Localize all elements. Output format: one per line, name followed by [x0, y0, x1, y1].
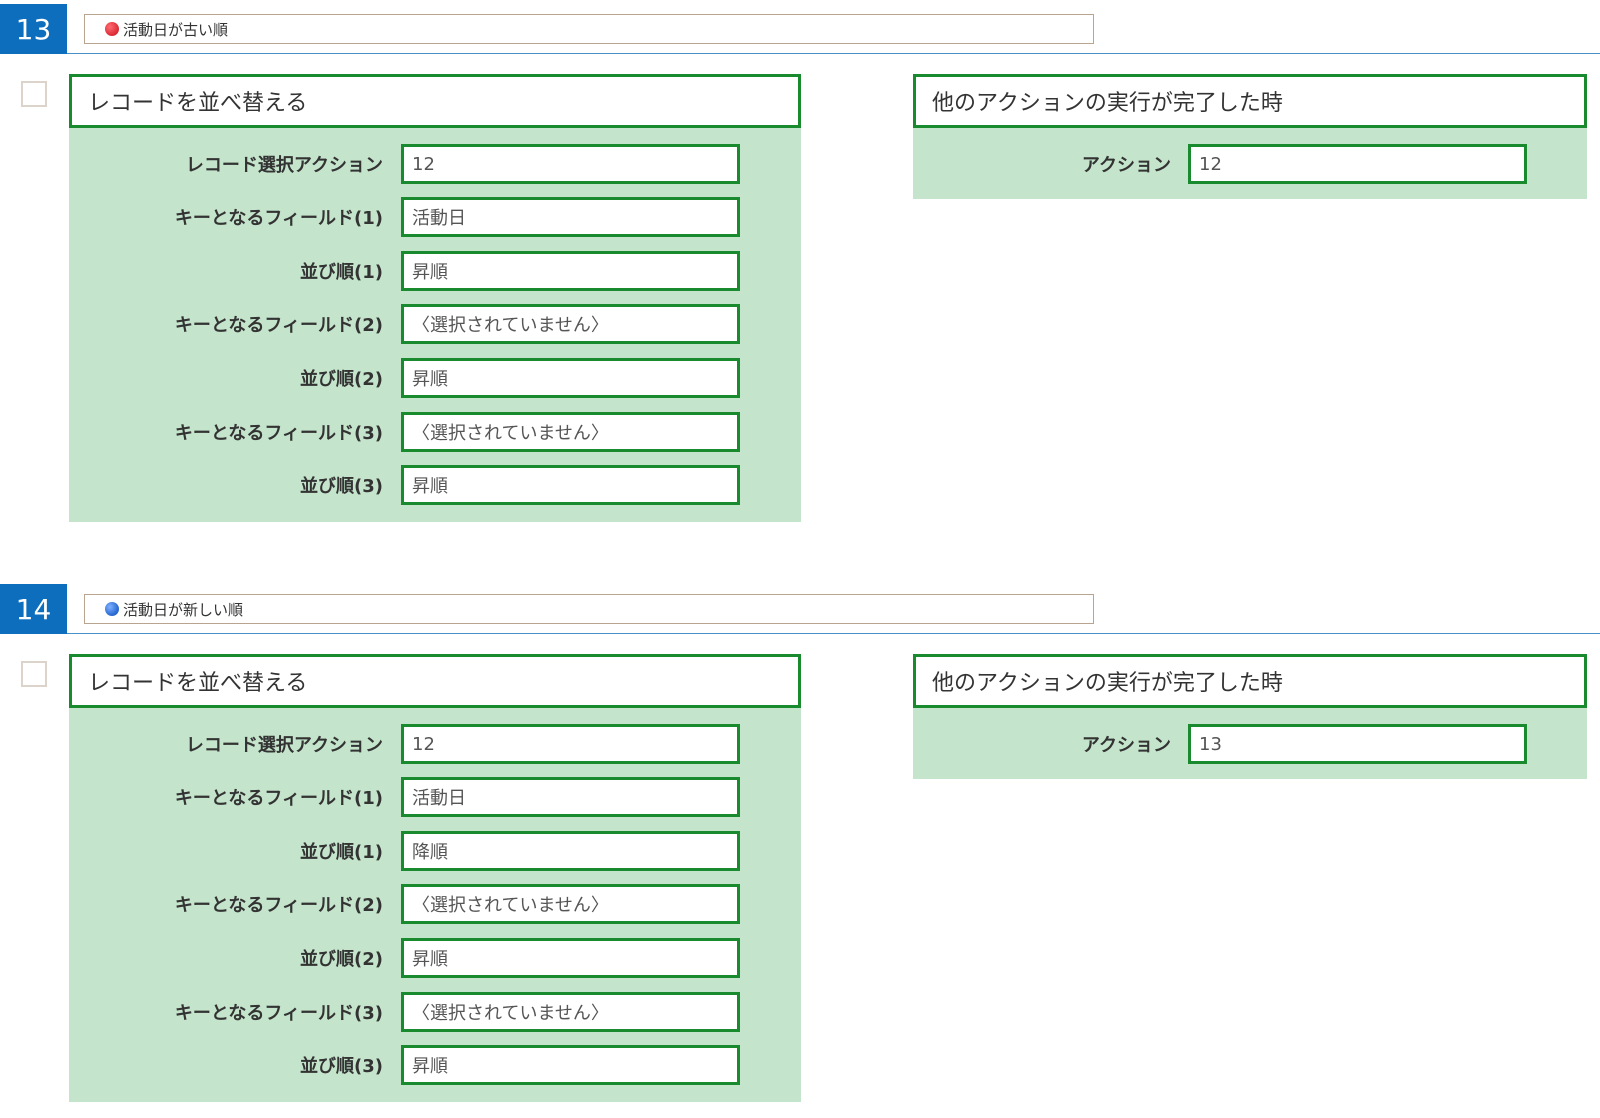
- field-value[interactable]: 12: [1188, 144, 1527, 184]
- step-checkbox[interactable]: [21, 661, 47, 687]
- field-label: アクション: [1081, 155, 1171, 176]
- field-label: 並び順(1): [300, 842, 383, 863]
- blue-dot-icon: [105, 602, 119, 616]
- field-label: レコード選択アクション: [185, 735, 383, 756]
- left-panel: レコードを並べ替える レコード選択アクション 12 キーとなるフィールド(1) …: [69, 654, 801, 1102]
- field-value[interactable]: 昇順: [401, 358, 740, 398]
- field-row: キーとなるフィールド(2) 〈選択されていません〉: [69, 884, 801, 924]
- field-value[interactable]: 12: [401, 144, 740, 184]
- field-label: キーとなるフィールド(3): [174, 1003, 383, 1024]
- field-label: キーとなるフィールド(2): [174, 895, 383, 916]
- field-row: 並び順(3) 昇順: [69, 1045, 801, 1085]
- field-label: レコード選択アクション: [185, 155, 383, 176]
- field-value[interactable]: 昇順: [401, 465, 740, 505]
- field-label: 並び順(2): [300, 369, 383, 390]
- field-row: 並び順(1) 昇順: [69, 251, 801, 291]
- field-value[interactable]: 昇順: [401, 251, 740, 291]
- field-value[interactable]: 〈選択されていません〉: [401, 992, 740, 1032]
- field-value[interactable]: 昇順: [401, 1045, 740, 1085]
- panel-header: 他のアクションの実行が完了した時: [913, 74, 1587, 128]
- field-label: 並び順(3): [300, 476, 383, 497]
- panel-header: 他のアクションの実行が完了した時: [913, 654, 1587, 708]
- header-divider: [67, 633, 1600, 634]
- field-label: 並び順(1): [300, 262, 383, 283]
- field-value[interactable]: 〈選択されていません〉: [401, 884, 740, 924]
- step-title-box[interactable]: 活動日が古い順: [84, 14, 1094, 44]
- field-label: 並び順(3): [300, 1056, 383, 1077]
- field-value[interactable]: 昇順: [401, 938, 740, 978]
- field-value[interactable]: 降順: [401, 831, 740, 871]
- left-panel: レコードを並べ替える レコード選択アクション 12 キーとなるフィールド(1) …: [69, 74, 801, 522]
- header-divider: [67, 53, 1600, 54]
- field-row: キーとなるフィールド(2) 〈選択されていません〉: [69, 304, 801, 344]
- field-label: キーとなるフィールド(1): [174, 208, 383, 229]
- field-label: 並び順(2): [300, 949, 383, 970]
- step-number: 13: [0, 4, 67, 54]
- field-row: アクション 13: [913, 724, 1587, 764]
- field-row: キーとなるフィールド(1) 活動日: [69, 197, 801, 237]
- field-row: レコード選択アクション 12: [69, 144, 801, 184]
- field-row: 並び順(2) 昇順: [69, 358, 801, 398]
- field-value[interactable]: 〈選択されていません〉: [401, 412, 740, 452]
- step-title: 活動日が古い順: [123, 20, 229, 39]
- panel-header: レコードを並べ替える: [69, 654, 801, 708]
- field-label: キーとなるフィールド(1): [174, 788, 383, 809]
- field-row: 並び順(1) 降順: [69, 831, 801, 871]
- step-title-box[interactable]: 活動日が新しい順: [84, 594, 1094, 624]
- field-label: キーとなるフィールド(2): [174, 315, 383, 336]
- field-value[interactable]: 13: [1188, 724, 1527, 764]
- field-row: キーとなるフィールド(1) 活動日: [69, 777, 801, 817]
- field-value[interactable]: 活動日: [401, 777, 740, 817]
- step-checkbox[interactable]: [21, 81, 47, 107]
- field-row: キーとなるフィールド(3) 〈選択されていません〉: [69, 992, 801, 1032]
- right-panel: 他のアクションの実行が完了した時 アクション 13: [913, 654, 1587, 779]
- field-label: キーとなるフィールド(3): [174, 423, 383, 444]
- field-row: アクション 12: [913, 144, 1587, 184]
- field-label: アクション: [1081, 735, 1171, 756]
- panel-header: レコードを並べ替える: [69, 74, 801, 128]
- right-panel: 他のアクションの実行が完了した時 アクション 12: [913, 74, 1587, 199]
- step-13: 13 活動日が古い順 レコードを並べ替える レコード選択アクション 12 キーと…: [0, 0, 1600, 530]
- field-row: 並び順(3) 昇順: [69, 465, 801, 505]
- field-row: レコード選択アクション 12: [69, 724, 801, 764]
- field-value[interactable]: 12: [401, 724, 740, 764]
- red-dot-icon: [105, 22, 119, 36]
- step-14: 14 活動日が新しい順 レコードを並べ替える レコード選択アクション 12 キー…: [0, 580, 1600, 1110]
- step-title: 活動日が新しい順: [123, 600, 244, 619]
- field-row: 並び順(2) 昇順: [69, 938, 801, 978]
- field-row: キーとなるフィールド(3) 〈選択されていません〉: [69, 412, 801, 452]
- field-value[interactable]: 〈選択されていません〉: [401, 304, 740, 344]
- field-value[interactable]: 活動日: [401, 197, 740, 237]
- step-number: 14: [0, 584, 67, 634]
